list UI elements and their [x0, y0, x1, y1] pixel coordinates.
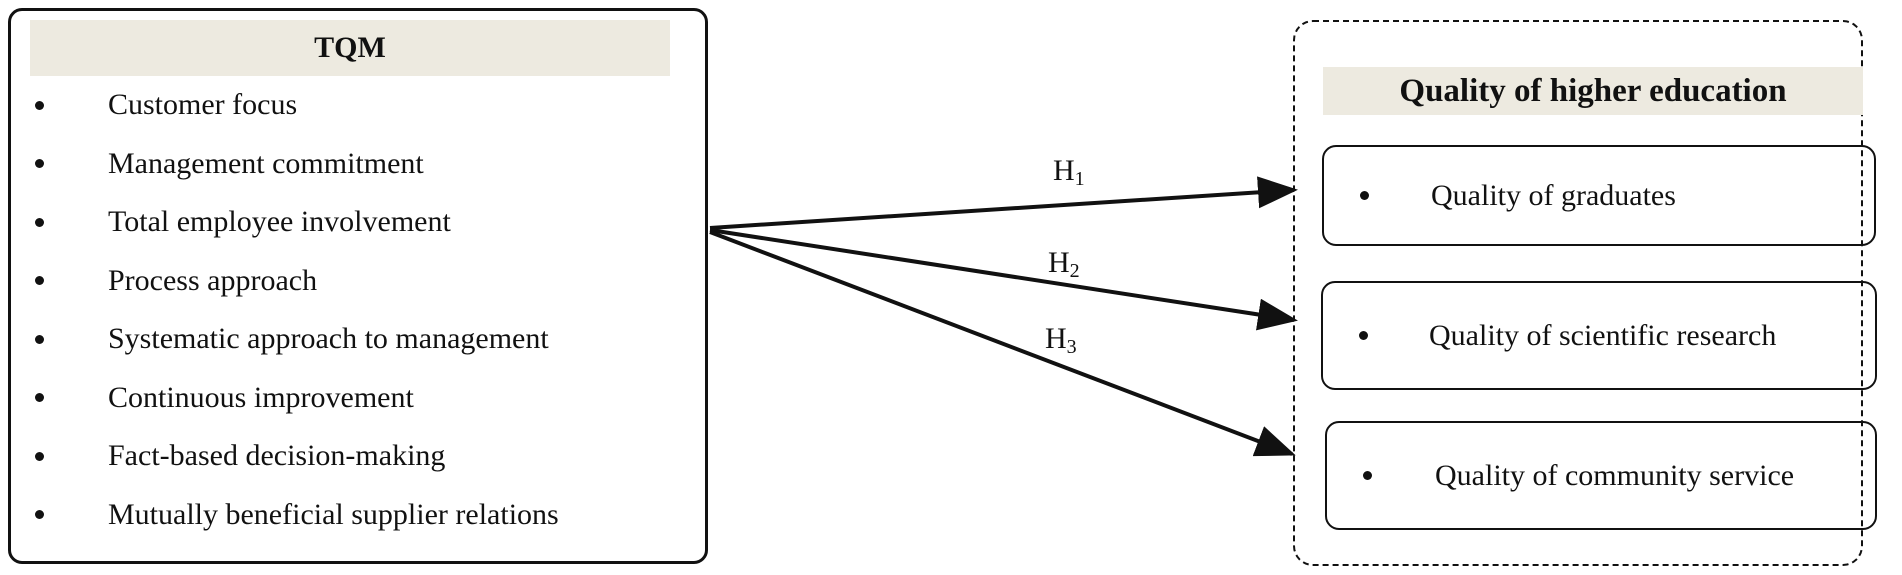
bullet-icon: [35, 393, 44, 403]
hypothesis-label-h2: H2: [1048, 246, 1080, 282]
tqm-item-label: Management commitment: [108, 146, 424, 180]
tqm-title: TQM: [314, 31, 386, 64]
tqm-item: Continuous improvement: [0, 369, 1902, 428]
bullet-icon: [1359, 331, 1368, 340]
tqm-item: Total employee involvement: [0, 193, 1902, 252]
quality-community-box: Quality of community service: [1325, 421, 1877, 530]
bullet-icon: [35, 510, 44, 520]
arrow-h3: [709, 230, 1296, 457]
tqm-item: Fact-based decision-making: [0, 427, 1902, 486]
bullet-icon: [1360, 191, 1369, 200]
tqm-item-label: Continuous improvement: [108, 380, 414, 414]
tqm-item-label: Customer focus: [108, 88, 298, 122]
tqm-header: TQM: [30, 20, 670, 76]
tqm-item: Systematic approach to management: [0, 310, 1902, 369]
bullet-icon: [35, 100, 44, 110]
tqm-item: Mutually beneficial supplier relations: [0, 486, 1902, 545]
quality-item-label: Quality of scientific research: [1429, 318, 1777, 352]
tqm-item-label: Mutually beneficial supplier relations: [108, 497, 559, 531]
arrow-h1: [709, 176, 1298, 230]
bullet-icon: [35, 159, 44, 169]
tqm-list: Customer focus Management commitment Tot…: [0, 76, 1902, 544]
tqm-item: Management commitment: [0, 135, 1902, 194]
bullet-icon: [35, 334, 44, 344]
tqm-item-label: Systematic approach to management: [108, 322, 549, 356]
tqm-item-label: Total employee involvement: [108, 205, 451, 239]
tqm-item: Customer focus: [0, 76, 1902, 135]
quality-title: Quality of higher education: [1399, 72, 1787, 109]
quality-header: Quality of higher education: [1323, 67, 1863, 115]
quality-item-label: Quality of community service: [1435, 458, 1795, 492]
hypothesis-label-h3: H3: [1045, 322, 1077, 358]
tqm-item-label: Process approach: [108, 263, 318, 297]
tqm-item: Process approach: [0, 252, 1902, 311]
bullet-icon: [35, 217, 44, 227]
quality-item-label: Quality of graduates: [1431, 178, 1676, 212]
quality-research-box: Quality of scientific research: [1321, 281, 1877, 390]
hypothesis-label-h1: H1: [1053, 154, 1085, 190]
bullet-icon: [35, 276, 44, 286]
arrow-h2: [709, 228, 1298, 331]
bullet-icon: [35, 451, 44, 461]
quality-graduates-box: Quality of graduates: [1322, 145, 1876, 246]
tqm-box: [8, 8, 708, 564]
quality-box: [1293, 20, 1863, 566]
bullet-icon: [1363, 471, 1372, 480]
tqm-item-label: Fact-based decision-making: [108, 439, 446, 473]
